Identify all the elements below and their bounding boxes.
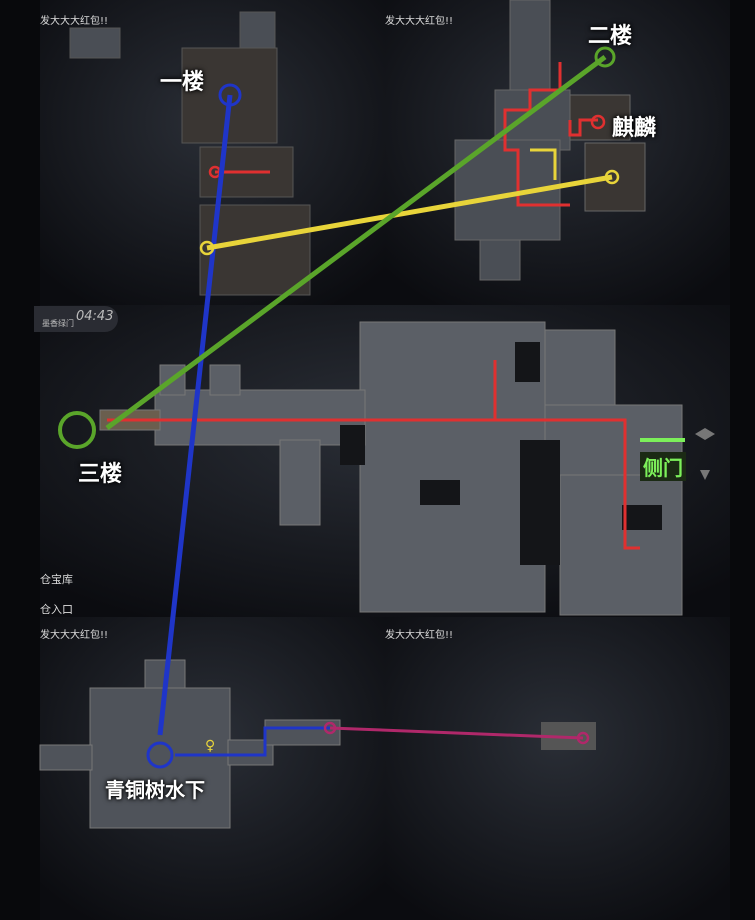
yellow-subpath bbox=[530, 148, 557, 180]
arrow-down-icon[interactable] bbox=[700, 470, 710, 480]
timer-value: 04:43 bbox=[76, 309, 114, 324]
label-side-door: 侧门 bbox=[640, 452, 686, 481]
qilin-marker bbox=[590, 114, 606, 130]
floor3-marker[interactable] bbox=[58, 411, 96, 449]
underwater-path bbox=[175, 726, 330, 757]
floor3-holes bbox=[340, 342, 662, 565]
label-qilin: 麒麟 bbox=[612, 116, 657, 141]
qilin-route-line bbox=[206, 174, 613, 251]
link-marker-end bbox=[576, 731, 590, 745]
label-floor1: 一楼 bbox=[160, 70, 205, 95]
lightbulb-icon: ♀ bbox=[205, 738, 215, 754]
watermark: 发大大大红包!! bbox=[40, 630, 109, 641]
yellow-start-marker bbox=[199, 240, 215, 256]
watermark: 发大大大红包!! bbox=[385, 630, 454, 641]
timer-caption: 墨香绿门 bbox=[42, 319, 74, 328]
floor2-route-line bbox=[105, 54, 607, 431]
link-marker-start bbox=[323, 721, 337, 735]
bronze-tree-marker[interactable] bbox=[146, 741, 174, 769]
floor1-marker[interactable] bbox=[218, 83, 242, 107]
label-floor3: 三楼 bbox=[78, 462, 123, 487]
label-bronze-tree: 青铜树水下 bbox=[105, 778, 205, 802]
floor1-route-line bbox=[157, 94, 233, 736]
yellow-end-marker[interactable] bbox=[604, 169, 620, 185]
underwater-link-line bbox=[329, 726, 584, 740]
watermark: 发大大大红包!! bbox=[385, 16, 454, 27]
panel-qilin-room bbox=[385, 617, 730, 920]
label-floor2: 二楼 bbox=[588, 24, 633, 49]
layers-icon[interactable] bbox=[695, 428, 715, 440]
floor2-marker[interactable] bbox=[594, 46, 616, 68]
red-paths bbox=[107, 62, 640, 550]
menu-item[interactable]: 仓入口 bbox=[40, 603, 73, 616]
menu-item[interactable]: 仓宝库 bbox=[40, 573, 73, 586]
watermark: 发大大大红包!! bbox=[40, 16, 109, 27]
